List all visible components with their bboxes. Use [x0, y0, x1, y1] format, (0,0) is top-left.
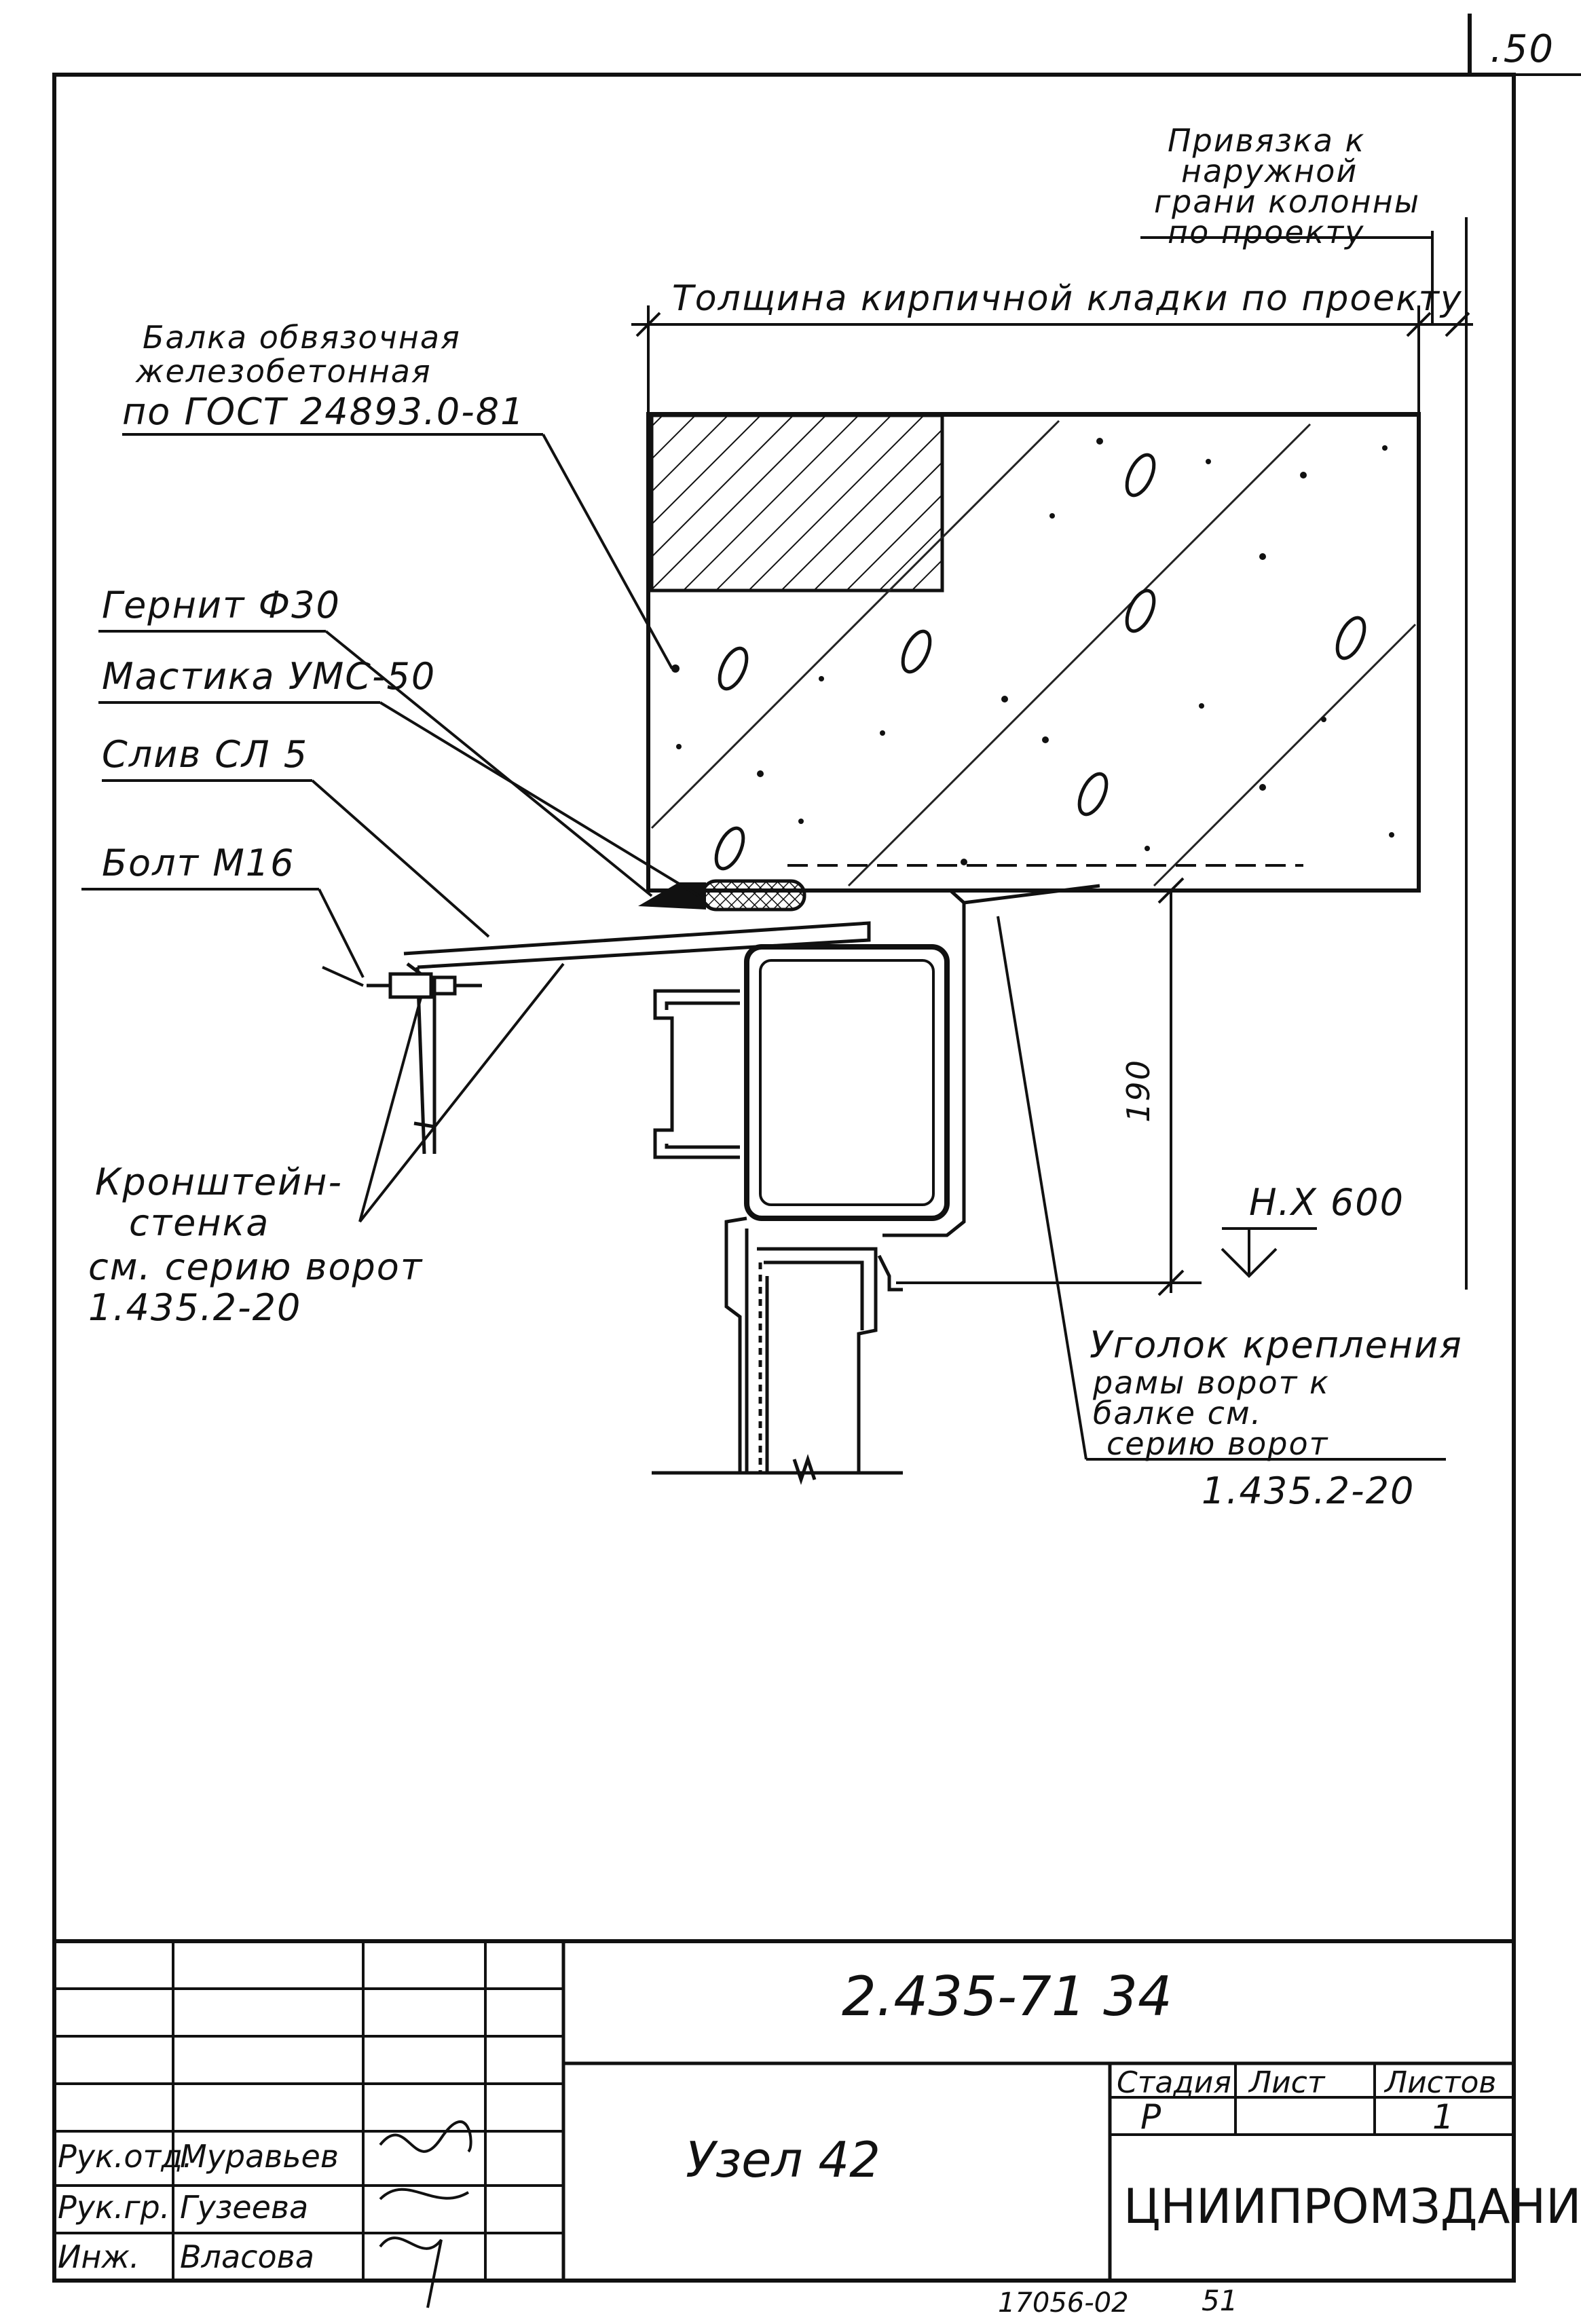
label-privyazka-2: наружной	[1181, 153, 1358, 189]
label-bolt: Болт М16	[102, 842, 295, 884]
doc-code: 2.435-71 34	[842, 1965, 1172, 2028]
organization: ЦНИИПРОМЗДАНИЙ	[1123, 2179, 1581, 2234]
sheets-value: 1	[1432, 2097, 1454, 2137]
dimension-190-label: 190	[1119, 1059, 1157, 1123]
role-ruk-otd: Рук.отд.	[58, 2138, 193, 2175]
label-gernit: Гернит Ф30	[102, 584, 341, 626]
sheet-frame	[52, 14, 1581, 2283]
label-balka-2: железобетонная	[136, 353, 432, 390]
name-ruk-otd: Муравьев	[180, 2138, 339, 2175]
footer-code: 17056-02	[998, 2287, 1129, 2319]
label-privyazka-3: грани колонны	[1154, 183, 1421, 220]
footer-page: 51	[1202, 2284, 1238, 2317]
level-label: Н.Х 600	[1249, 1181, 1405, 1224]
dimension-190	[896, 877, 1317, 1296]
name-ruk-gr: Гузеева	[180, 2189, 309, 2226]
label-balka-1: Балка обвязочная	[143, 319, 461, 356]
name-inzh: Власова	[180, 2238, 314, 2275]
seal-gernit	[638, 879, 806, 912]
dimension-tolshchina	[631, 217, 1473, 1290]
col-header-sheet: Лист	[1249, 2065, 1325, 2100]
label-sliv: Слив СЛ 5	[102, 733, 309, 776]
title-block	[54, 1939, 1514, 2308]
node-title: Узел 42	[686, 2131, 880, 2188]
label-tolshchina: Толщина кирпичной кладки по проекту	[672, 278, 1463, 319]
leader-lines	[81, 433, 1446, 1461]
concrete-beam	[646, 412, 1421, 893]
role-ruk-gr: Рук.гр.	[58, 2189, 170, 2226]
label-ugolok-3: балке см.	[1093, 1395, 1263, 1431]
label-kronshtein-4: 1.435.2-20	[88, 1286, 302, 1329]
label-balka-3: по ГОСТ 24893.0-81	[122, 390, 525, 433]
stage-value: Р	[1140, 2097, 1161, 2137]
label-mastika: Мастика УМС-50	[102, 655, 436, 698]
label-ugolok-1: Уголок крепления	[1090, 1324, 1463, 1366]
label-privyazka-4: по проекту	[1168, 214, 1365, 250]
corner-number: .50	[1490, 27, 1555, 71]
label-kronshtein-1: Кронштейн-	[95, 1161, 343, 1203]
role-inzh: Инж.	[58, 2238, 140, 2275]
label-ugolok-2: рамы ворот к	[1093, 1364, 1330, 1401]
label-kronshtein-2: стенка	[129, 1201, 270, 1244]
col-header-stage: Стадия	[1117, 2065, 1231, 2100]
label-ugolok-5: 1.435.2-20	[1202, 1469, 1415, 1512]
label-privyazka-1: Привязка к	[1168, 122, 1366, 159]
label-ugolok-4: серию ворот	[1106, 1425, 1329, 1462]
steel-parts	[367, 884, 1100, 1485]
col-header-sheets: Листов	[1385, 2065, 1497, 2100]
label-kronshtein-3: см. серию ворот	[88, 1245, 424, 1288]
